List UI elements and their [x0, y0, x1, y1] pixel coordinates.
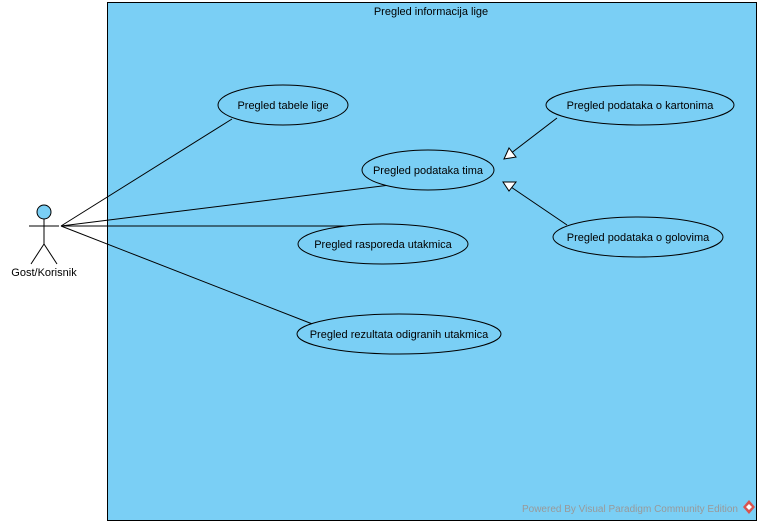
actor-label: Gost/Korisnik — [11, 267, 77, 279]
use-case-label: Pregled podataka o kartonima — [567, 100, 715, 112]
generalization-line-kartoni — [509, 117, 558, 155]
actor[interactable] — [29, 204, 59, 265]
use-case-label: Pregled podataka tima — [373, 165, 484, 177]
association-line-tim — [60, 184, 391, 227]
association-line-rezultati — [60, 225, 316, 326]
actor-head-icon — [36, 204, 52, 220]
use-case-label: Pregled rezultata odigranih utakmica — [310, 329, 489, 341]
visual-paradigm-logo-icon — [743, 500, 755, 514]
use-case-tabela[interactable]: Pregled tabele lige — [217, 84, 349, 126]
watermark-text: Powered By Visual Paradigm Community Edi… — [522, 504, 738, 515]
use-case-tim[interactable]: Pregled podataka tima — [361, 149, 495, 191]
actor-left-leg — [30, 243, 45, 265]
use-case-golovi[interactable]: Pregled podataka o golovima — [552, 216, 724, 258]
use-case-raspored[interactable]: Pregled rasporeda utakmica — [297, 223, 469, 265]
generalization-arrowhead-kartoni — [503, 147, 517, 160]
use-case-label: Pregled podataka o golovima — [567, 232, 710, 244]
use-case-kartoni[interactable]: Pregled podataka o kartonima — [545, 84, 735, 126]
actor-right-leg — [43, 243, 58, 265]
system-title: Pregled informacija lige — [374, 6, 488, 18]
generalizations — [502, 117, 568, 226]
generalization-line-golovi — [510, 186, 568, 226]
use-case-label: Pregled tabele lige — [237, 100, 328, 112]
system-boundary — [107, 2, 757, 521]
associations — [60, 118, 391, 326]
generalization-arrowhead-golovi — [502, 181, 518, 192]
use-case-rezultati[interactable]: Pregled rezultata odigranih utakmica — [296, 313, 502, 355]
association-line-tabela — [60, 118, 233, 227]
use-case-label: Pregled rasporeda utakmica — [314, 239, 452, 251]
